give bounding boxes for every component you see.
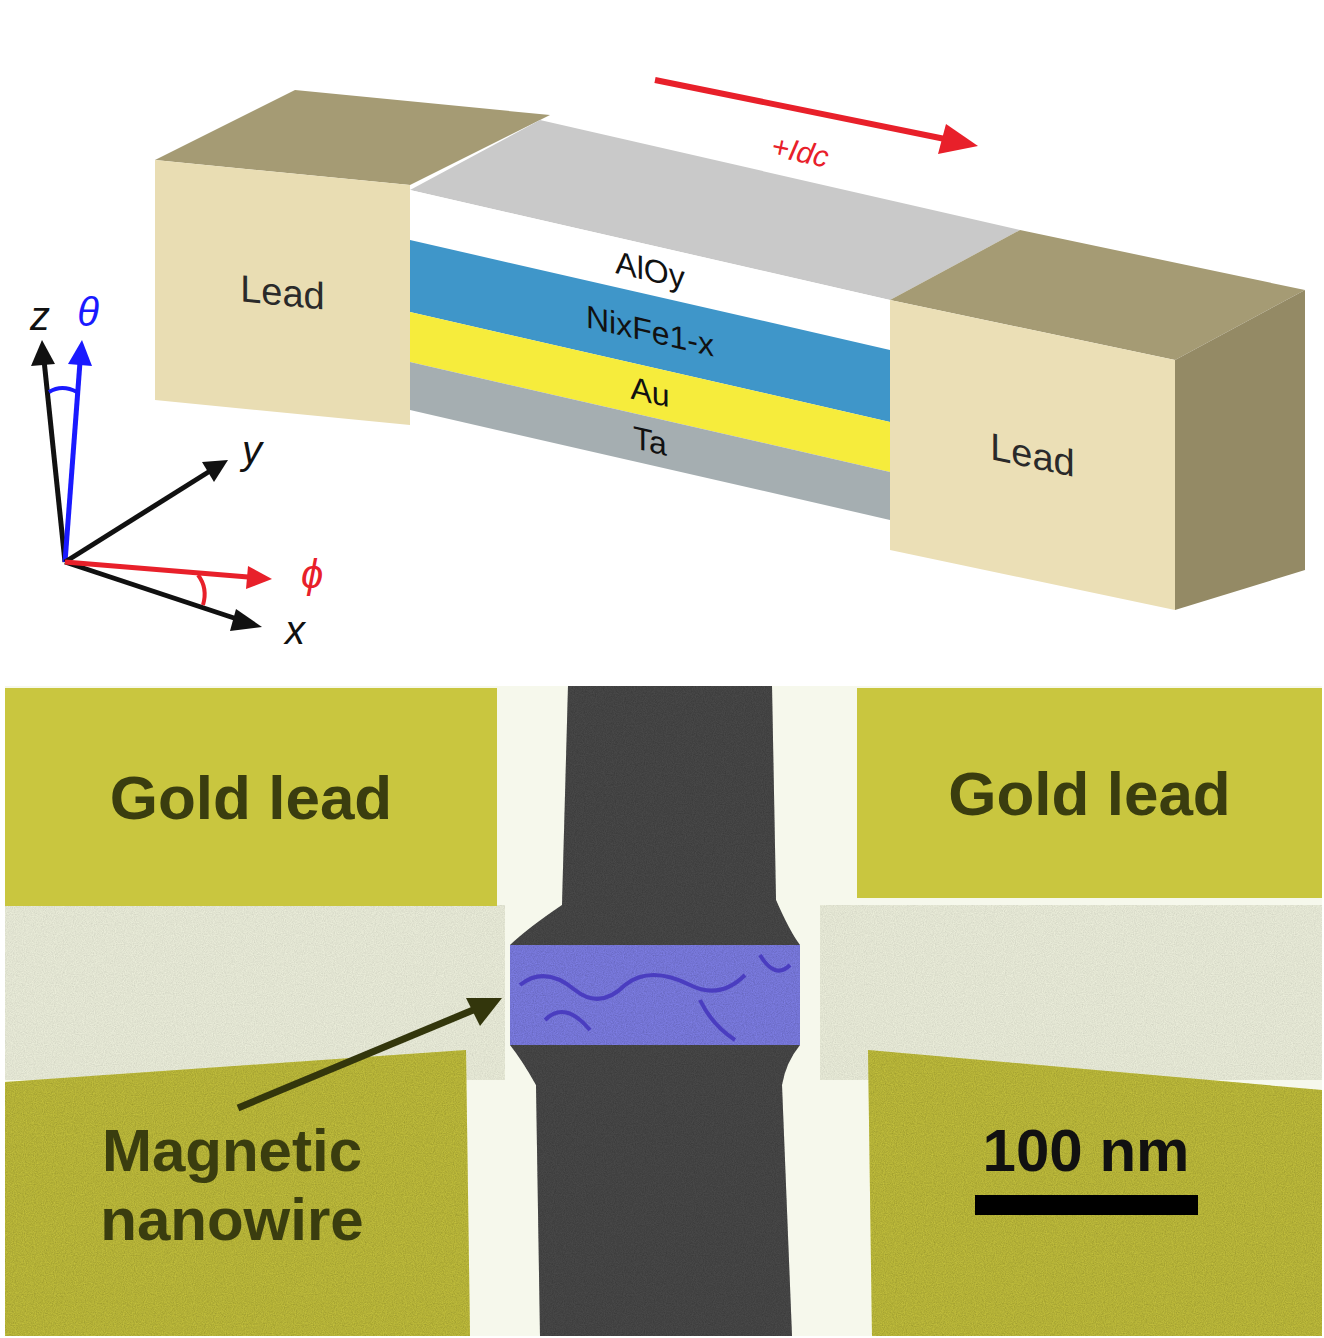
callout-label: Magnetic nanowire — [62, 1116, 402, 1254]
gold-pad — [5, 1050, 470, 1336]
current-arrow — [655, 80, 945, 139]
node-text: Gold lead — [948, 758, 1230, 829]
angle-arc — [49, 388, 77, 392]
substrate-strip — [510, 686, 800, 1336]
sem-background — [5, 686, 1322, 1336]
arrow-head — [246, 566, 272, 589]
angle-arc — [198, 575, 205, 605]
domain-texture — [520, 955, 790, 1040]
axis-label: y — [242, 427, 262, 473]
nanowire — [510, 945, 800, 1045]
scale-label: 100 nm — [983, 1116, 1190, 1185]
axis-label: x — [285, 607, 305, 653]
arrow-head — [202, 460, 228, 482]
node-text: Lead — [990, 425, 1075, 486]
arrow-head — [68, 340, 92, 366]
current-label: +Idc — [768, 129, 831, 175]
node-text: Gold lead — [110, 762, 392, 833]
axis-label: ϕ — [301, 551, 323, 597]
gold-pad — [868, 1050, 1322, 1336]
node-text: Ta — [633, 419, 667, 464]
y-axis — [65, 471, 210, 562]
scale-bar — [975, 1195, 1198, 1215]
phi-axis — [65, 562, 248, 577]
arrow-head — [31, 340, 55, 366]
gold-lead-pad: Gold lead — [5, 688, 497, 906]
node-text: NixFe1-x — [586, 298, 714, 364]
arrow-head — [230, 609, 262, 631]
gold-lead-pad: Gold lead — [857, 688, 1322, 898]
arrow-head — [938, 124, 978, 154]
axis-label: z — [30, 293, 50, 339]
arrow-head — [466, 998, 502, 1026]
lead-block: Lead — [155, 160, 410, 425]
leader-arrow — [238, 1008, 478, 1108]
lead-side-face — [1175, 290, 1305, 610]
node-text: Lead — [240, 267, 325, 318]
axis-label: θ — [77, 289, 99, 335]
node-text: Au — [630, 369, 669, 415]
